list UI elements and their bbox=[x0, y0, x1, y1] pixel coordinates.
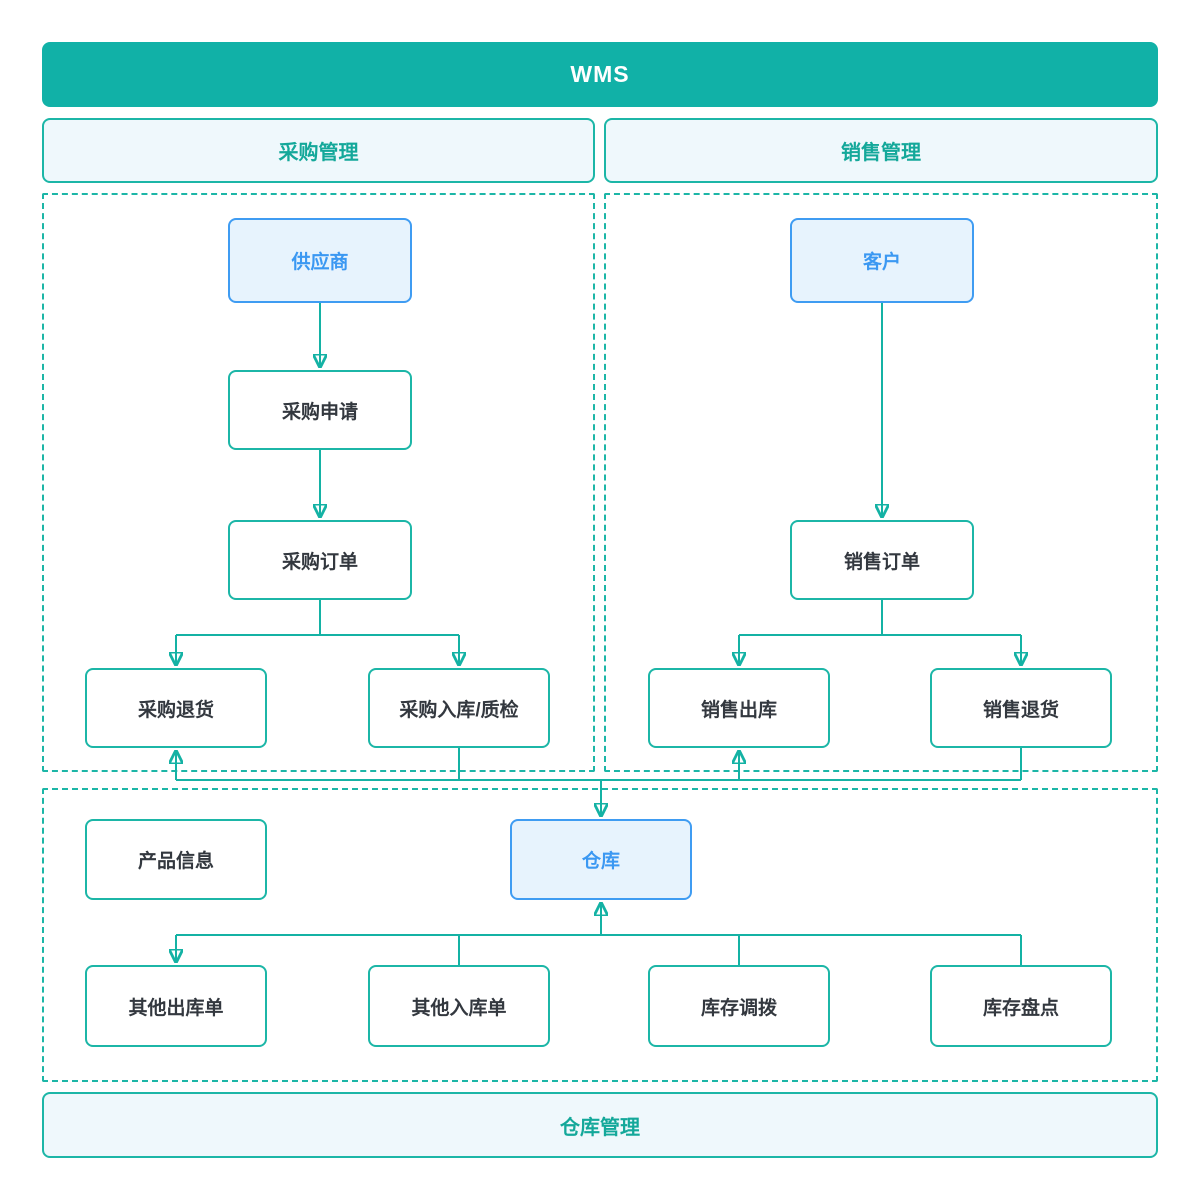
node-purchase-order-label: 采购订单 bbox=[281, 551, 358, 573]
node-customer: 客户 bbox=[790, 218, 974, 303]
node-purchase-order: 采购订单 bbox=[228, 520, 412, 600]
node-other-outbound: 其他出库单 bbox=[85, 965, 267, 1047]
node-purchase-inbound-qc: 采购入库/质检 bbox=[368, 668, 550, 748]
node-product-info-label: 产品信息 bbox=[137, 851, 214, 872]
node-stock-count: 库存盘点 bbox=[930, 965, 1112, 1047]
node-other-outbound-label: 其他出库单 bbox=[128, 997, 224, 1019]
node-other-inbound: 其他入库单 bbox=[368, 965, 550, 1047]
node-purchase-return-label: 采购退货 bbox=[137, 699, 214, 721]
purchase-group-container bbox=[42, 193, 595, 772]
node-warehouse-label: 仓库 bbox=[581, 851, 620, 872]
node-purchase-request-label: 采购申请 bbox=[281, 401, 358, 423]
node-stock-transfer: 库存调拨 bbox=[648, 965, 830, 1047]
node-stock-count-label: 库存盘点 bbox=[982, 997, 1059, 1019]
node-sales-return-label: 销售退货 bbox=[982, 699, 1059, 721]
node-sales-outbound-label: 销售出库 bbox=[700, 699, 777, 721]
node-product-info: 产品信息 bbox=[85, 819, 267, 900]
section-header-sales-label: 销售管理 bbox=[841, 142, 921, 164]
section-header-purchase: 采购管理 bbox=[42, 118, 595, 183]
node-warehouse: 仓库 bbox=[510, 819, 692, 900]
wms-title: WMS bbox=[570, 61, 630, 87]
node-supplier-label: 供应商 bbox=[291, 252, 349, 273]
node-sales-order-label: 销售订单 bbox=[843, 551, 920, 573]
node-supplier: 供应商 bbox=[228, 218, 412, 303]
node-purchase-inbound-qc-label: 采购入库/质检 bbox=[399, 699, 519, 721]
node-customer-label: 客户 bbox=[862, 252, 901, 273]
section-header-sales: 销售管理 bbox=[604, 118, 1158, 183]
node-purchase-request: 采购申请 bbox=[228, 370, 412, 450]
section-footer-warehouse-label: 仓库管理 bbox=[560, 1116, 640, 1139]
section-footer-warehouse: 仓库管理 bbox=[42, 1092, 1158, 1158]
wms-title-banner: WMS bbox=[42, 42, 1158, 107]
node-purchase-return: 采购退货 bbox=[85, 668, 267, 748]
node-other-inbound-label: 其他入库单 bbox=[411, 997, 507, 1019]
node-stock-transfer-label: 库存调拨 bbox=[700, 997, 777, 1019]
node-sales-outbound: 销售出库 bbox=[648, 668, 830, 748]
sales-group-container bbox=[604, 193, 1158, 772]
node-sales-order: 销售订单 bbox=[790, 520, 974, 600]
section-header-purchase-label: 采购管理 bbox=[278, 142, 359, 164]
node-sales-return: 销售退货 bbox=[930, 668, 1112, 748]
